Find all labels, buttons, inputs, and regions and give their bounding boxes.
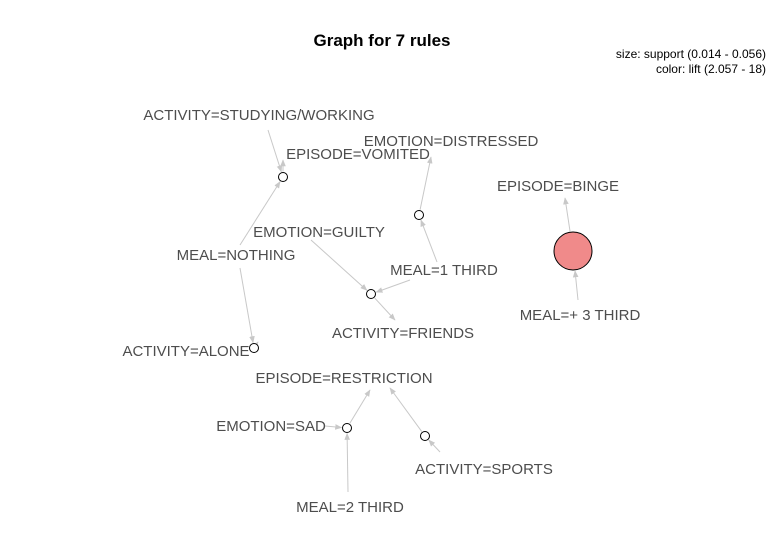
item-label-activity-sports: ACTIVITY=SPORTS (415, 461, 553, 478)
rule-node-r6 (420, 431, 430, 441)
edge-r4-lhs-1 (239, 267, 255, 344)
item-label-activity-studying: ACTIVITY=STUDYING/WORKING (143, 107, 374, 124)
edge-r4-rhs (252, 341, 259, 349)
item-label-episode-vomited: EPISODE=VOMITED (286, 146, 430, 163)
edge-r6-lhs-1 (428, 439, 441, 453)
item-label-emotion-distressed: EMOTION=DISTRESSED (364, 133, 539, 150)
item-label-activity-alone: ACTIVITY=ALONE (122, 343, 249, 360)
edge-r7-lhs-1 (572, 270, 579, 301)
item-label-emotion-guilty: EMOTION=GUILTY (253, 224, 385, 241)
edge-r7-rhs (563, 197, 571, 232)
rule-node-r7 (553, 231, 593, 271)
rule-nodes (249, 172, 593, 441)
edge-r5-lhs-1 (324, 424, 343, 430)
item-labels: ACTIVITY=STUDYING/WORKING EMOTION=DISTRES… (122, 107, 640, 516)
rule-node-r5 (342, 423, 352, 433)
edge-r5-rhs (349, 389, 371, 424)
rule-edges (239, 129, 579, 493)
edge-r1-lhs-2 (239, 181, 281, 246)
item-label-meal-2third: MEAL=2 THIRD (296, 499, 404, 516)
item-label-meal-nothing: MEAL=NOTHING (177, 247, 296, 264)
graph-title: Graph for 7 rules (314, 31, 451, 50)
item-label-activity-friends: ACTIVITY=FRIENDS (332, 325, 474, 342)
item-label-episode-restriction: EPISODE=RESTRICTION (255, 370, 432, 387)
edge-r6-rhs (389, 387, 423, 432)
rule-node-r2 (414, 210, 424, 220)
item-label-episode-binge: EPISODE=BINGE (497, 178, 619, 195)
edge-r3-lhs-2 (375, 279, 411, 293)
legend-color: color: lift (2.057 - 18) (656, 62, 766, 76)
edge-r3-lhs-1 (310, 239, 368, 291)
rule-node-r1 (278, 172, 288, 182)
edge-r1-lhs-1 (267, 129, 283, 173)
rule-node-r4 (249, 343, 259, 353)
item-label-meal-3third: MEAL=+ 3 THIRD (520, 307, 641, 324)
edge-r5-lhs-2 (344, 432, 350, 493)
item-label-meal-1third: MEAL=1 THIRD (390, 262, 498, 279)
edge-r3-rhs (374, 297, 396, 321)
item-label-emotion-sad: EMOTION=SAD (216, 418, 326, 435)
edge-r2-lhs-1 (420, 219, 438, 263)
edge-r2-rhs (419, 156, 433, 210)
rule-node-r3 (366, 289, 376, 299)
legend-size: size: support (0.014 - 0.056) (616, 47, 766, 61)
